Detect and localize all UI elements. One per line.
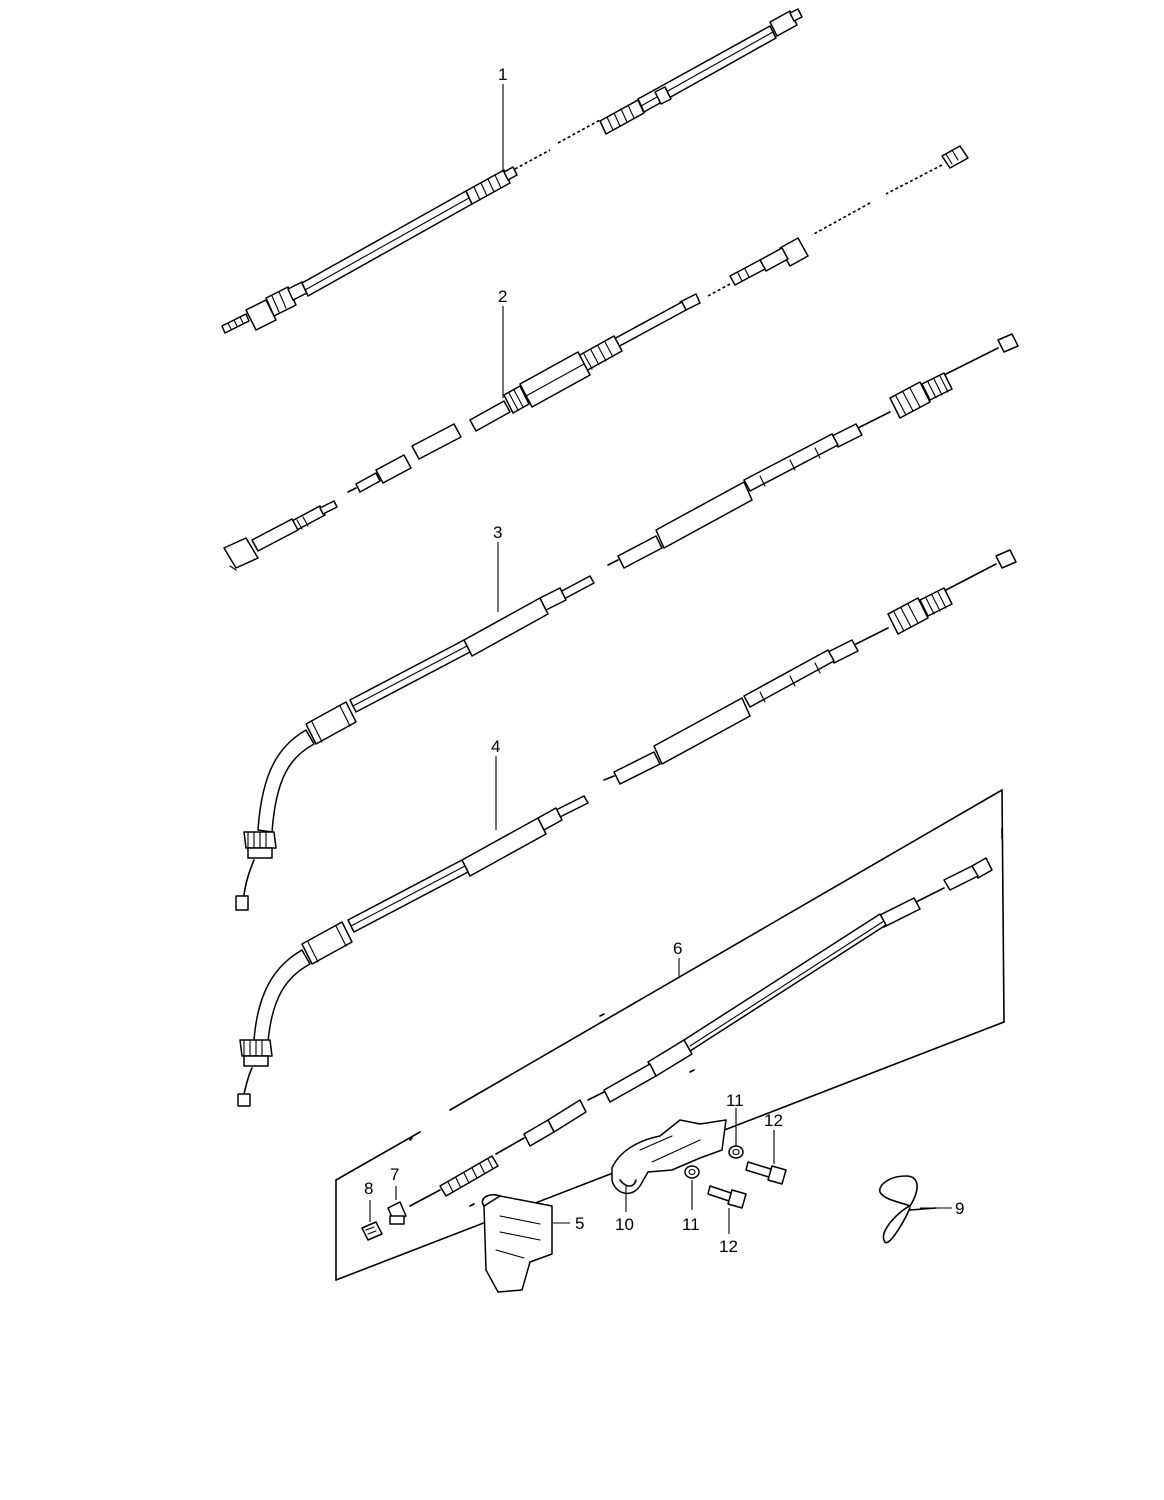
part-8-nut: [361, 1221, 383, 1241]
label-part-8: 8: [364, 1179, 373, 1198]
part-7-cap: [387, 1201, 407, 1225]
part-12-bolt-lower: [707, 1185, 747, 1209]
label-part-7: 7: [390, 1165, 399, 1184]
label-part-12-upper: 12: [764, 1111, 783, 1130]
part-6-frame: [335, 789, 1005, 1281]
cable-part-6: [409, 857, 993, 1207]
label-part-10: 10: [615, 1215, 634, 1234]
label-part-4: 4: [491, 737, 500, 756]
leader-lines: [369, 84, 952, 1234]
label-part-11-upper: 11: [726, 1091, 744, 1110]
label-part-5: 5: [575, 1214, 584, 1233]
cable-part-4: [237, 549, 1017, 1107]
label-part-3: 3: [493, 523, 502, 542]
part-12-bolt-upper: [745, 1161, 787, 1185]
label-part-6: 6: [673, 939, 682, 958]
part-11-washer-lower: [684, 1165, 700, 1179]
cable-part-3: [235, 333, 1019, 911]
cable-part-1: [221, 8, 803, 334]
part-10-bracket: [611, 1119, 727, 1195]
label-part-12-lower: 12: [719, 1237, 738, 1256]
part-11-washer-upper: [728, 1145, 744, 1159]
label-part-9: 9: [955, 1199, 964, 1218]
label-part-2: 2: [498, 287, 507, 306]
label-part-11-lower: 11: [682, 1215, 700, 1234]
label-part-1: 1: [498, 65, 507, 84]
cable-part-2: [223, 145, 969, 571]
part-9-wire-loop: [879, 1175, 937, 1244]
part-5-clip: [481, 1193, 553, 1293]
